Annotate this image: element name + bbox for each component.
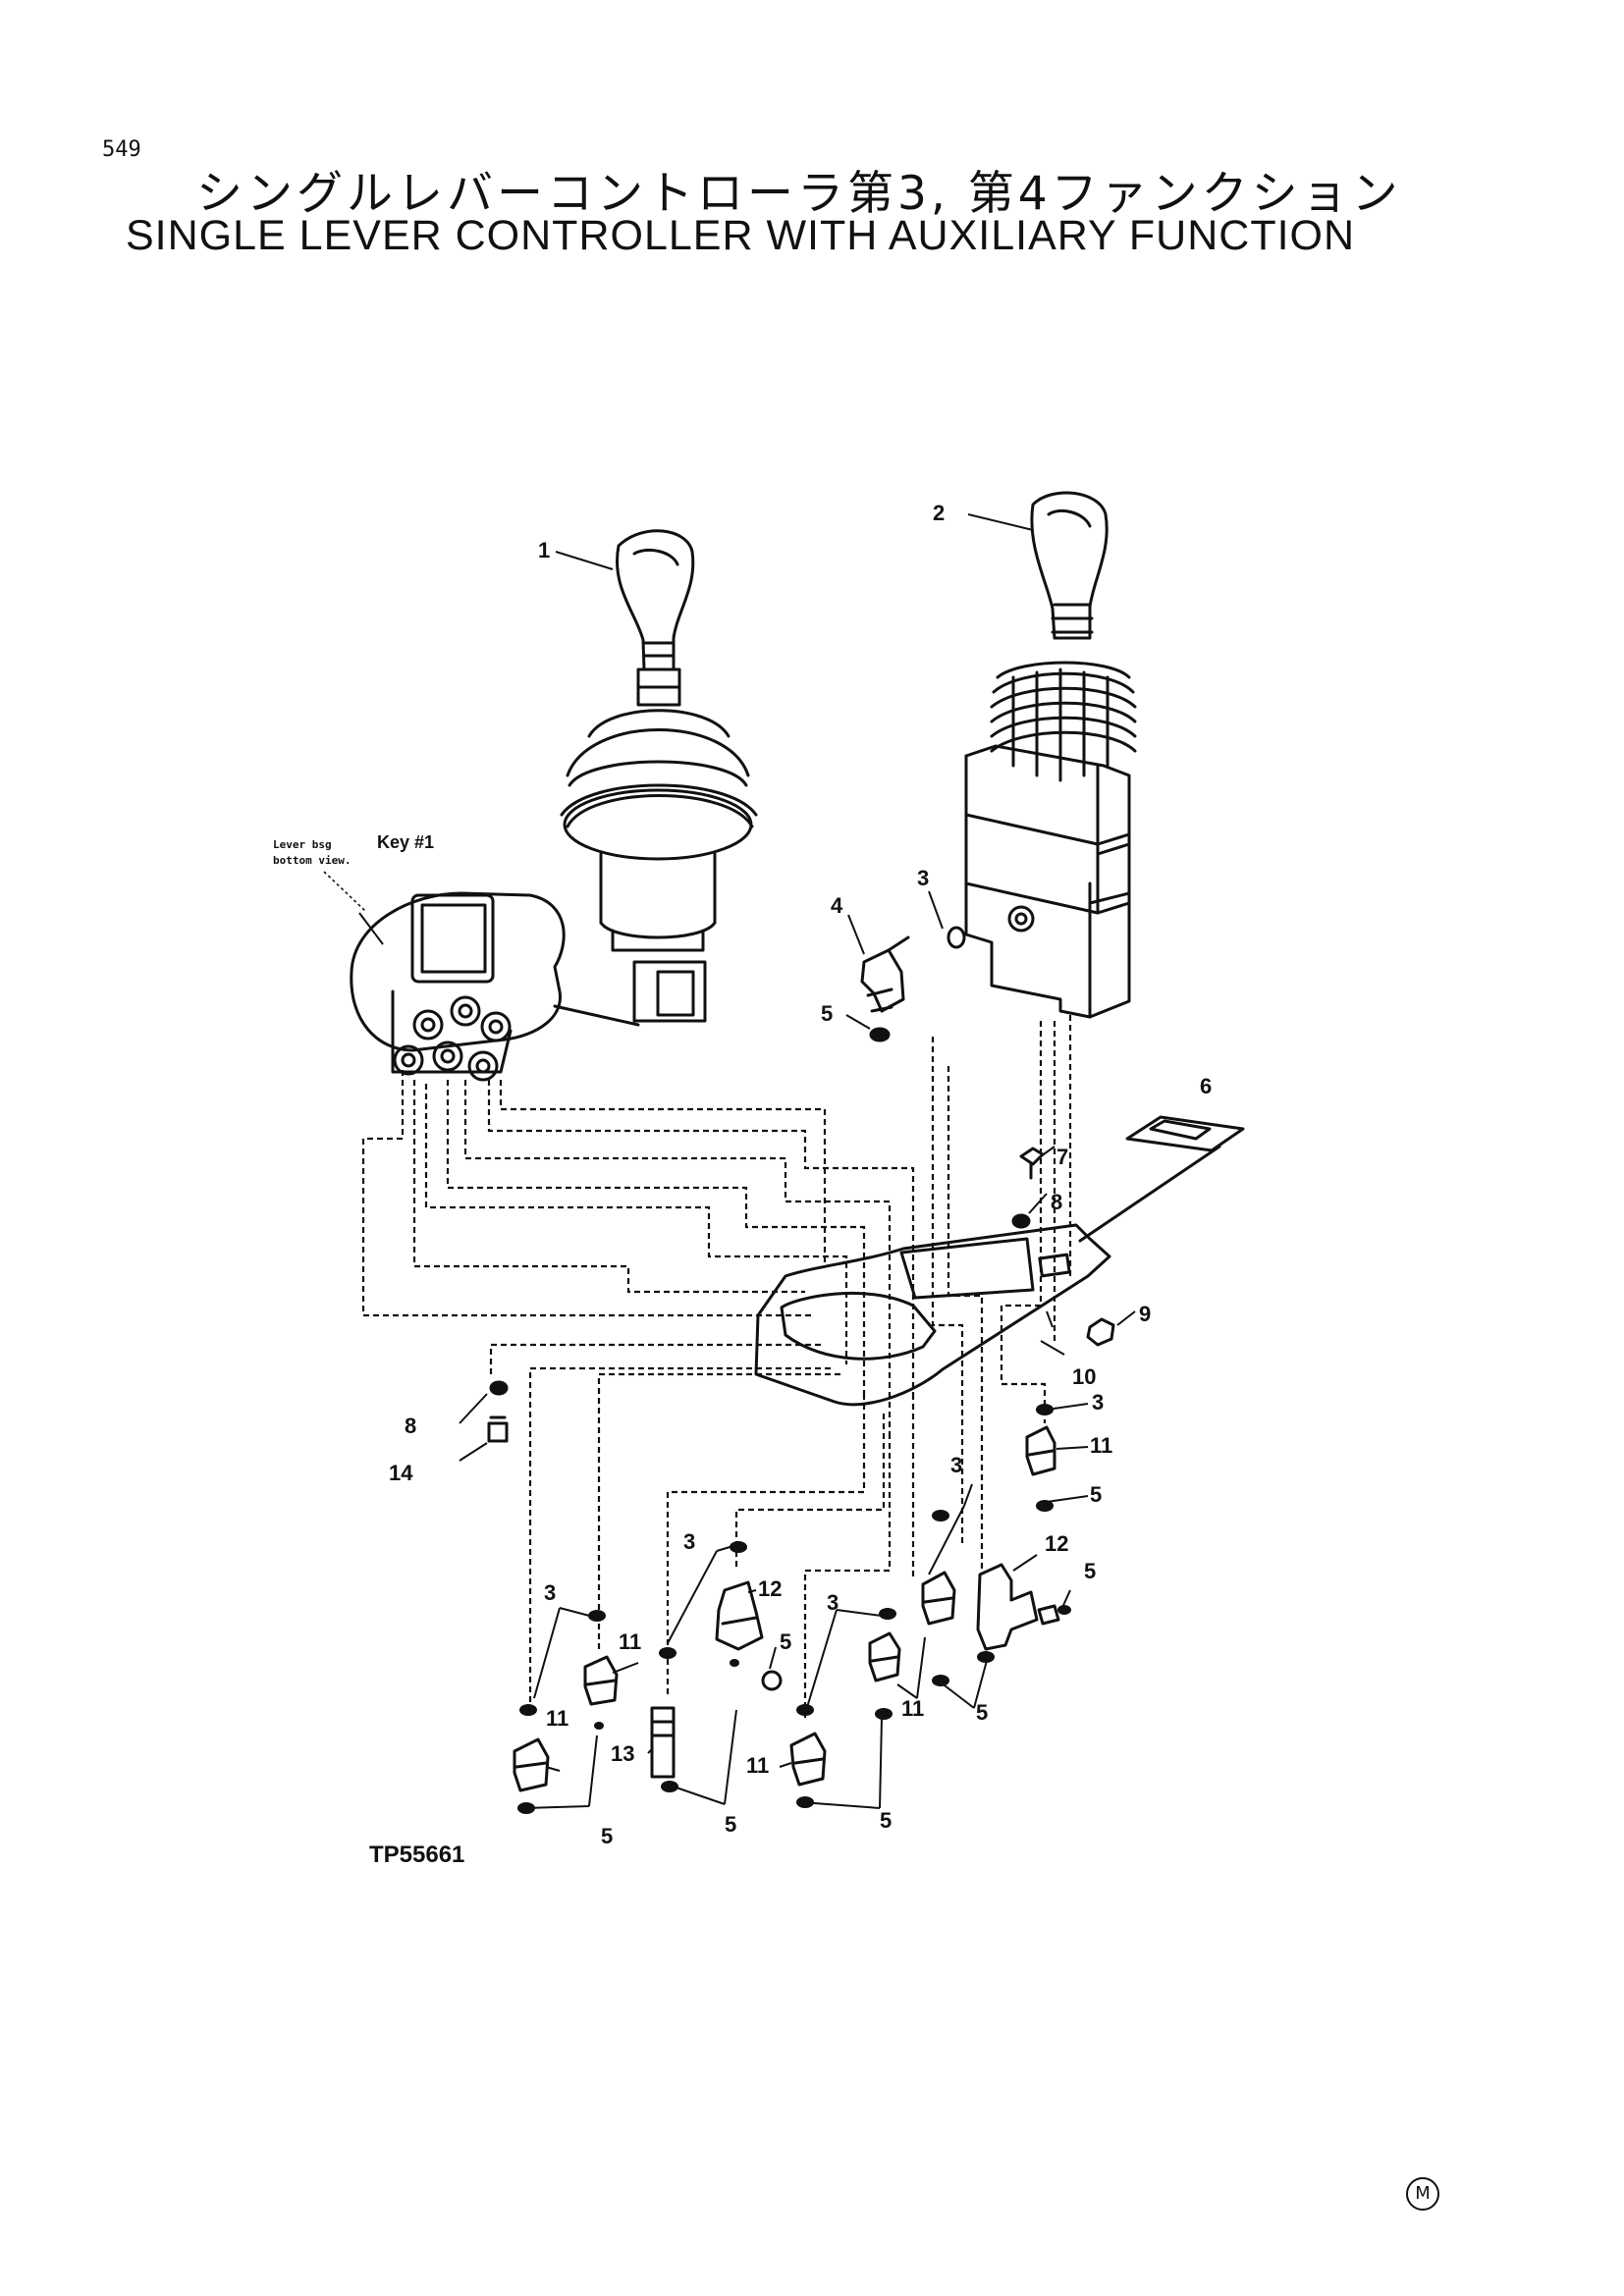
detail-note-line2: bottom view. — [273, 854, 351, 867]
callout-9: 9 — [1139, 1302, 1151, 1326]
title-english: SINGLE LEVER CONTROLLER WITH AUXILIARY F… — [126, 212, 1356, 259]
callout-4: 4 — [831, 893, 843, 918]
decal — [1078, 1115, 1245, 1243]
callout-labels: 1 2 3 4 5 6 7 8 9 10 3 11 5 8 14 3 12 5 … — [389, 501, 1212, 1848]
callout-5: 5 — [601, 1824, 613, 1848]
callout-8: 8 — [1051, 1190, 1062, 1214]
callout-3: 3 — [683, 1529, 695, 1554]
callout-3: 3 — [917, 866, 929, 890]
hose-routes — [361, 1015, 1072, 1718]
bolt-14 — [487, 1415, 509, 1443]
callout-12: 12 — [1045, 1531, 1068, 1556]
callout-12: 12 — [758, 1576, 782, 1601]
nut-9 — [1086, 1317, 1115, 1347]
callout-14: 14 — [389, 1461, 413, 1485]
callout-11: 11 — [546, 1706, 568, 1731]
callout-1: 1 — [538, 538, 550, 562]
fittings — [513, 1425, 1060, 1792]
callout-6: 6 — [1200, 1074, 1212, 1098]
bolt-7 — [1019, 1147, 1045, 1180]
leader-lines — [358, 513, 1136, 1809]
callout-10: 10 — [1072, 1364, 1096, 1389]
lower-housing-detail — [350, 891, 640, 1082]
callout-11: 11 — [619, 1629, 641, 1654]
detail-note-key: Key #1 — [377, 832, 434, 852]
callout-3: 3 — [544, 1580, 556, 1605]
callout-5: 5 — [1084, 1559, 1096, 1583]
left-controller — [560, 529, 758, 1023]
page-number: 549 — [102, 137, 141, 162]
callout-11: 11 — [901, 1696, 924, 1721]
title-japanese: シングルレバーコントローラ第3, 第4ファンクション — [196, 167, 1402, 221]
callout-3: 3 — [827, 1590, 839, 1615]
elbow-fitting — [860, 935, 910, 1013]
callout-13: 13 — [611, 1741, 634, 1766]
callout-11: 11 — [1090, 1433, 1112, 1458]
callout-5: 5 — [1090, 1482, 1102, 1507]
detail-note-line1: Lever bsg — [273, 838, 332, 851]
callout-5: 5 — [821, 1001, 833, 1026]
callout-5: 5 — [976, 1700, 988, 1725]
circled-m-mark: M — [1406, 2177, 1439, 2211]
callout-3: 3 — [950, 1453, 962, 1477]
callout-5: 5 — [780, 1629, 791, 1654]
callout-8: 8 — [405, 1414, 416, 1438]
callout-3: 3 — [1092, 1390, 1104, 1415]
callout-5: 5 — [880, 1808, 892, 1833]
callout-2: 2 — [933, 501, 945, 525]
drawing-code: TP55661 — [369, 1842, 465, 1868]
callout-7: 7 — [1056, 1145, 1068, 1169]
right-controller — [964, 491, 1137, 1019]
callout-5: 5 — [725, 1812, 736, 1837]
callout-11: 11 — [746, 1753, 769, 1778]
o-rings — [517, 1404, 1071, 1814]
